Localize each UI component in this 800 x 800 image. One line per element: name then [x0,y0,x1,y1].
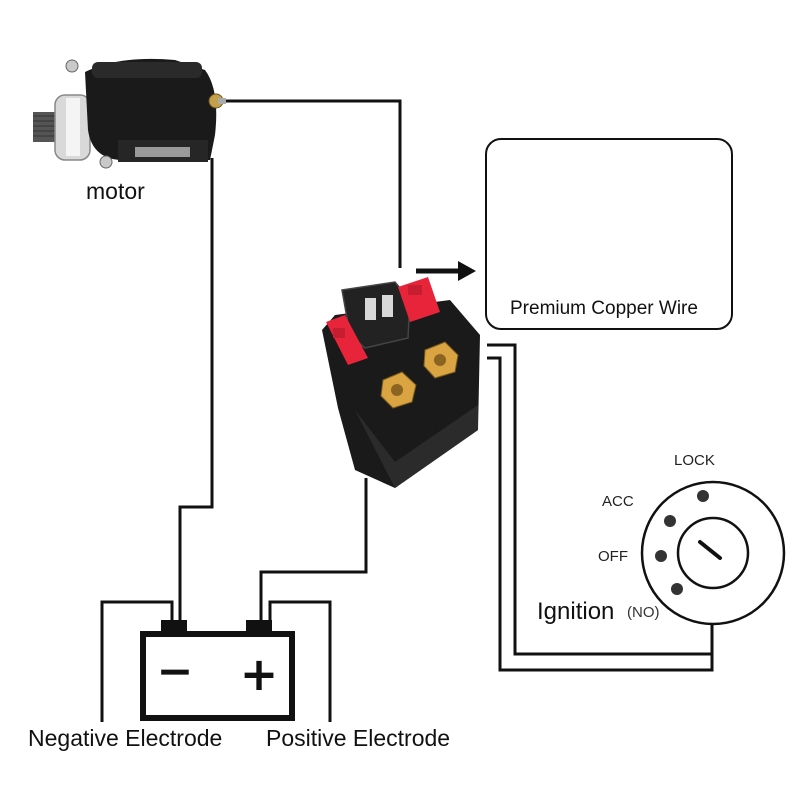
wires [100,99,714,722]
copper-wire-label: Premium Copper Wire [510,298,698,319]
ignition-position-acc: ACC [602,493,634,510]
fuse-top [398,277,440,322]
battery-body [140,631,295,721]
battery: − + [140,620,295,721]
battery-minus-symbol: − [157,646,194,697]
ignition-state: (NO) [627,604,660,621]
ignition-title: Ignition [537,598,615,625]
motor-label: motor [86,178,145,204]
positive-electrode-label: Positive Electrode [266,725,451,751]
terminal-nut-left [380,371,417,409]
ignition-position-off: OFF [598,548,628,565]
wire-motor-to-relay [224,99,402,268]
callout-arrow [416,261,476,281]
copper-wire-callout [485,138,733,330]
terminal-nut-right [423,341,459,379]
fuse-left [326,315,368,365]
starter-motor [33,58,226,169]
wire-relay-to-ignition-b [487,356,714,672]
ignition-position-lock: LOCK [674,452,715,469]
wire-positive-outer [268,600,332,722]
ignition-dot-off [655,550,667,562]
wire-negative-outer [100,600,174,722]
starter-relay [322,277,480,488]
negative-electrode-label: Negative Electrode [28,725,223,751]
ignition-switch [640,480,786,626]
wire-motor-to-battery-negative [178,158,214,622]
battery-terminal-negative [161,620,187,634]
ignition-key-slot [698,540,722,560]
battery-plus-symbol: + [240,647,279,701]
battery-terminal-positive [246,620,272,634]
ignition-dot-acc [664,515,676,527]
wire-relay-to-ignition-a [487,343,712,656]
ignition-dot-lock [697,490,709,502]
ignition-dot-on [671,583,683,595]
wire-relay-to-battery-positive [259,478,368,622]
